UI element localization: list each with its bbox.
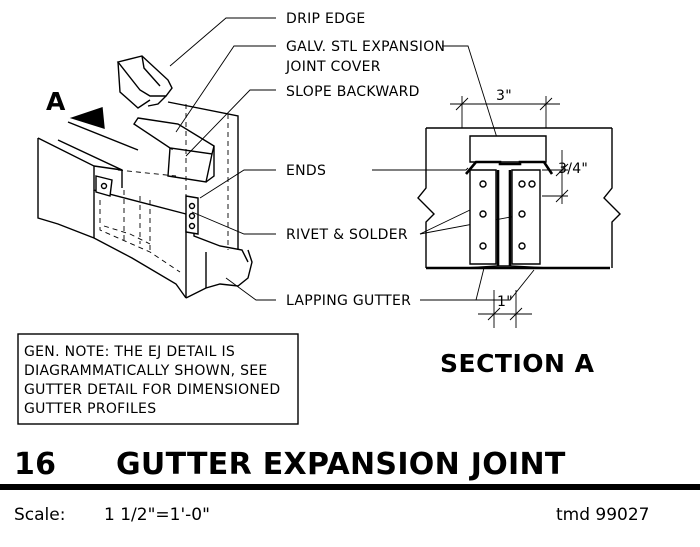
general-note-box: GEN. NOTE: THE EJ DETAIL IS DIAGRAMMATIC… — [17, 333, 299, 425]
dim-3-inch: 3" — [496, 88, 512, 104]
title-block: 16 GUTTER EXPANSION JOINT Scale: 1 1/2"=… — [0, 447, 700, 525]
expansion-cover-label-2: JOINT COVER — [285, 59, 381, 75]
slope-backward-label: SLOPE BACKWARD — [286, 84, 420, 100]
note-line-1: GEN. NOTE: THE EJ DETAIL IS — [24, 344, 235, 360]
rivet-solder-label: RIVET & SOLDER — [286, 227, 408, 243]
dim-3-4-inch: 3/4" — [558, 161, 588, 177]
note-line-4: GUTTER PROFILES — [24, 401, 156, 417]
detail-number: 16 — [14, 447, 56, 482]
lapping-gutter-label: LAPPING GUTTER — [286, 293, 411, 309]
expansion-cover-label-1: GALV. STL EXPANSION — [286, 39, 445, 55]
leader-lines — [169, 17, 535, 301]
dim-1-inch: 1" — [497, 294, 513, 310]
section-a-view: 3" 3/4" 1" — [417, 88, 621, 328]
scale-label: Scale: — [14, 505, 65, 525]
ends-label: ENDS — [286, 163, 326, 179]
detail-title: GUTTER EXPANSION JOINT — [116, 447, 566, 482]
drip-edge-label: DRIP EDGE — [286, 11, 366, 27]
isometric-gutter-view: A — [37, 55, 253, 299]
note-line-2: DIAGRAMMATICALLY SHOWN, SEE — [24, 363, 268, 379]
scale-value: 1 1/2"=1'-0" — [104, 505, 210, 525]
section-a-title: SECTION A — [440, 349, 595, 378]
note-line-3: GUTTER DETAIL FOR DIMENSIONED — [24, 382, 280, 398]
drawing-reference: tmd 99027 — [556, 505, 650, 525]
section-marker-a: A — [46, 87, 66, 116]
